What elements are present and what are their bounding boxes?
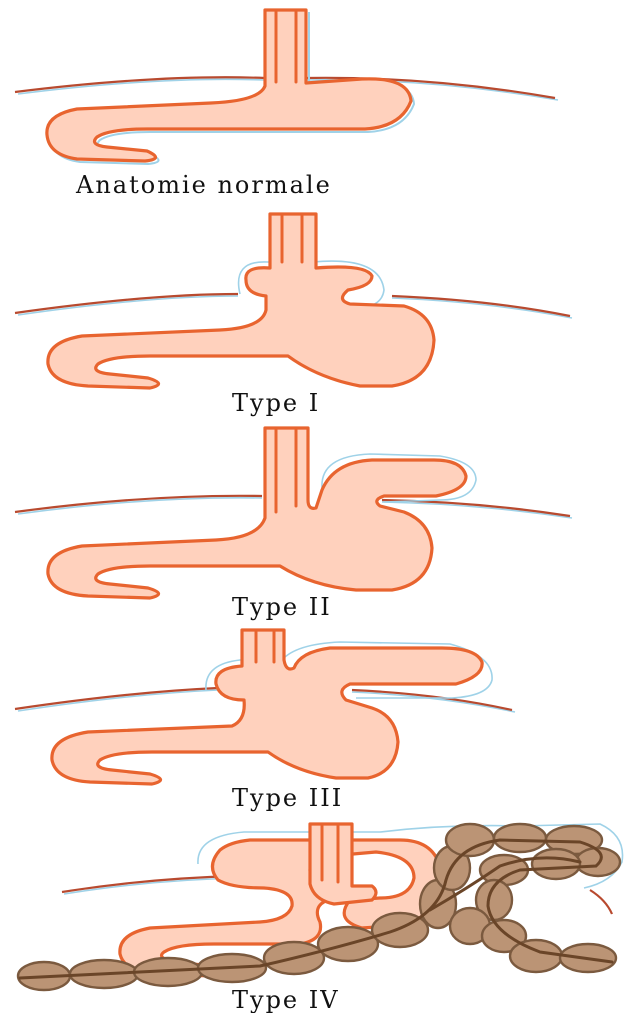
- esophagus: [310, 824, 376, 904]
- colon-segment: [494, 824, 546, 852]
- panel-type-2: Type II: [15, 428, 572, 621]
- caption-type-1: Type I: [232, 389, 320, 417]
- caption-type-2: Type II: [232, 593, 332, 621]
- panel-type-1: Type I: [15, 214, 572, 417]
- panel-normal: Anatomie normale: [15, 10, 558, 199]
- colon-segment: [510, 940, 562, 972]
- stomach: [48, 428, 466, 598]
- stomach: [52, 630, 482, 784]
- caption-normal: Anatomie normale: [75, 171, 332, 199]
- caption-type-4: Type IV: [232, 986, 340, 1013]
- colon-segment: [532, 849, 580, 879]
- caption-type-3: Type III: [232, 784, 343, 812]
- colon-segment: [446, 824, 494, 856]
- panel-type-3: Type III: [15, 630, 515, 812]
- panel-type-4: Type IV: [18, 824, 623, 1013]
